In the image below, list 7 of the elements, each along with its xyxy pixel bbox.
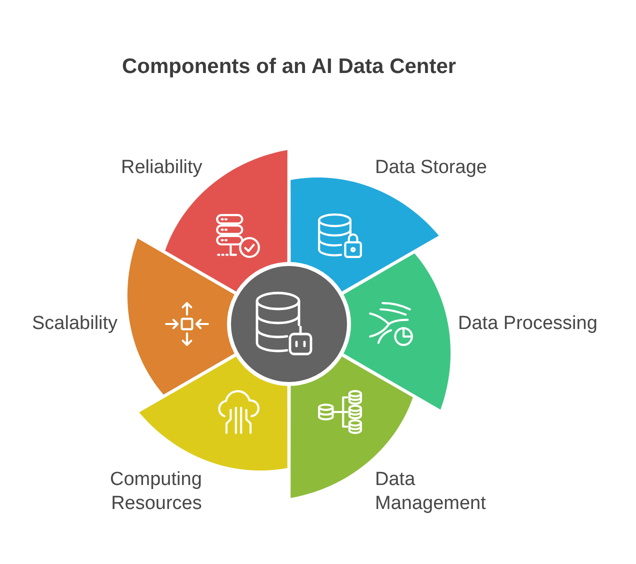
segment-label: Data Storage xyxy=(375,156,487,180)
segment-label: Scalability xyxy=(32,312,118,336)
segment-label: Reliability xyxy=(121,156,202,180)
segment-label: Data Management xyxy=(375,468,486,516)
segment-label: Computing Resources xyxy=(110,468,202,516)
diagram-title: Components of an AI Data Center xyxy=(122,54,456,80)
segment-label: Data Processing xyxy=(458,312,598,336)
